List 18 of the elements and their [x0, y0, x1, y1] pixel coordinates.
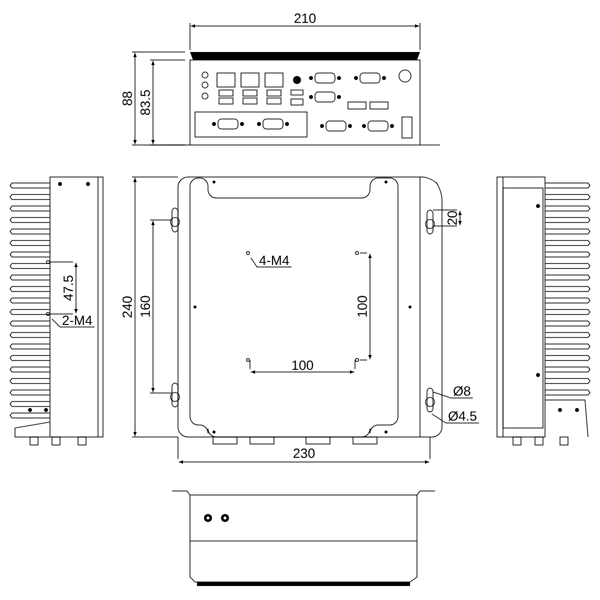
dimension-text: 100	[292, 360, 314, 370]
dimension-text: 88	[122, 92, 132, 106]
dimension-text: 100	[358, 296, 367, 317]
dimension-text: 210	[294, 14, 316, 23]
leader-line	[432, 414, 480, 424]
dimension-text: 47.5	[64, 276, 73, 301]
leader-line	[52, 318, 95, 328]
callout-text: 4-M4	[259, 256, 290, 265]
dimension-text: 160	[140, 296, 150, 317]
dimension-text: 240	[122, 296, 132, 318]
callout-text: Ø4.5	[448, 411, 476, 421]
callout-text: Ø8	[454, 386, 470, 396]
leader-line	[432, 392, 474, 398]
dimension-text: 83.5	[140, 90, 150, 115]
dimension-text: 20	[448, 211, 457, 225]
leader-line	[250, 258, 292, 268]
dimension-text: 230	[294, 448, 315, 458]
callout-text: 2-M4	[62, 316, 92, 325]
